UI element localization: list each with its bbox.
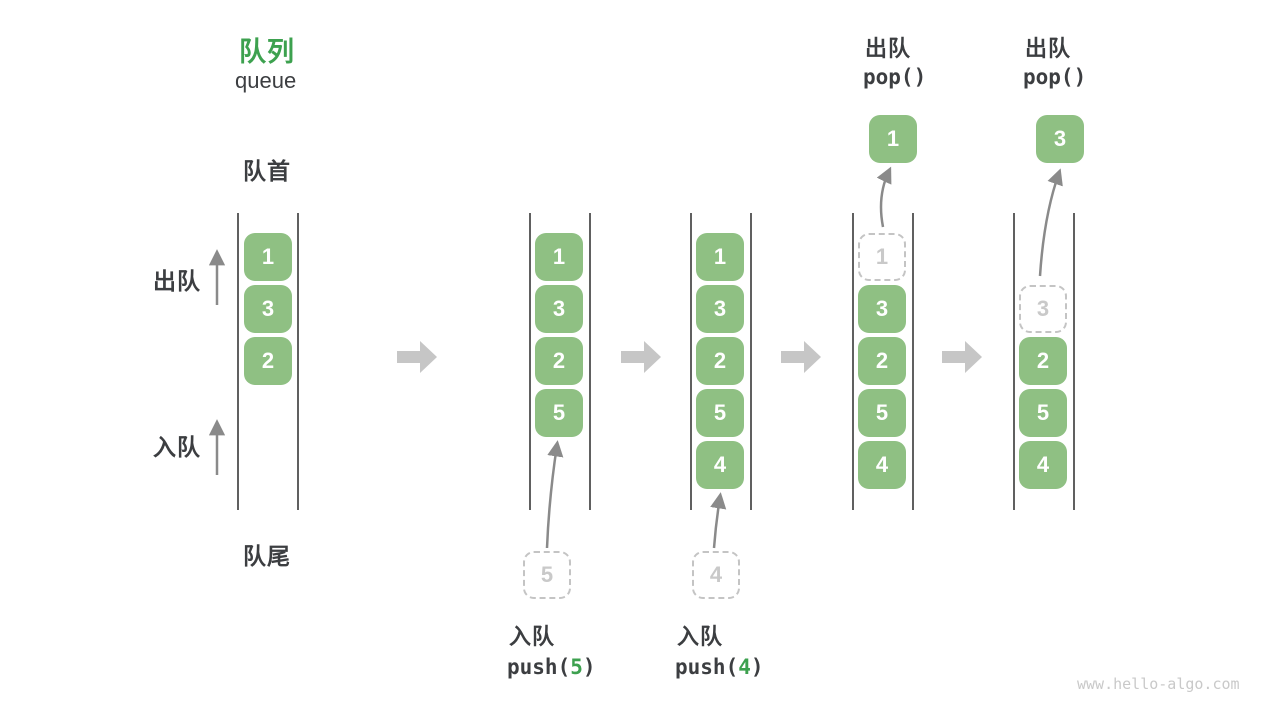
enqueue-op-label: 入队	[509, 624, 556, 649]
queue-rail	[750, 213, 752, 510]
queue-rail	[852, 213, 854, 510]
push-arg-value: 5	[570, 655, 583, 679]
enqueue-direction-label: 入队	[153, 434, 201, 460]
transition-arrow-icon	[942, 341, 982, 373]
enqueue-op-label: 入队	[677, 624, 724, 649]
push-arg-value: 4	[738, 655, 751, 679]
queue-item: 3	[244, 285, 292, 333]
push-call-text: push(5)	[507, 655, 596, 679]
queue-item: 5	[858, 389, 906, 437]
queue-rear-label: 队尾	[243, 543, 291, 569]
queue-item: 2	[1019, 337, 1067, 385]
queue-item: 3	[858, 285, 906, 333]
queue-item: 1	[535, 233, 583, 281]
queue-rail	[690, 213, 692, 510]
removed-item-ghost: 1	[858, 233, 906, 281]
queue-rail	[237, 213, 239, 510]
queue-item: 4	[696, 441, 744, 489]
diagram-title: 队列	[239, 37, 295, 67]
popped-item: 1	[869, 115, 917, 163]
pop-arrow-icon	[876, 166, 892, 228]
queue-item: 2	[858, 337, 906, 385]
dequeue-op-label: 出队	[1025, 36, 1072, 61]
queue-front-label: 队首	[243, 158, 291, 184]
queue-item: 5	[696, 389, 744, 437]
queue-item: 2	[696, 337, 744, 385]
dequeue-direction-label: 出队	[153, 268, 201, 294]
queue-item: 2	[535, 337, 583, 385]
queue-item: 1	[696, 233, 744, 281]
push-call-text: push(4)	[675, 655, 764, 679]
pop-call-text: pop()	[863, 65, 927, 89]
push-arrow-icon	[545, 440, 564, 549]
queue-item: 3	[696, 285, 744, 333]
pending-item-ghost: 5	[523, 551, 571, 599]
queue-rail	[1013, 213, 1015, 510]
queue-rail	[1073, 213, 1075, 510]
pop-arrow-icon	[1038, 168, 1063, 277]
queue-item: 2	[244, 337, 292, 385]
queue-item: 1	[244, 233, 292, 281]
queue-item: 4	[858, 441, 906, 489]
diagram-subtitle: queue	[235, 68, 297, 93]
queue-item: 4	[1019, 441, 1067, 489]
queue-rail	[912, 213, 914, 510]
push-arrow-icon	[710, 492, 727, 549]
queue-rail	[589, 213, 591, 510]
popped-item: 3	[1036, 115, 1084, 163]
watermark: www.hello-algo.com	[1077, 675, 1240, 693]
pop-call-text: pop()	[1023, 65, 1087, 89]
queue-rail	[529, 213, 531, 510]
queue-item: 5	[1019, 389, 1067, 437]
queue-item: 3	[535, 285, 583, 333]
removed-item-ghost: 3	[1019, 285, 1067, 333]
transition-arrow-icon	[781, 341, 821, 373]
dequeue-op-label: 出队	[865, 36, 912, 61]
transition-arrow-icon	[621, 341, 661, 373]
queue-item: 5	[535, 389, 583, 437]
queue-rail	[297, 213, 299, 510]
pending-item-ghost: 4	[692, 551, 740, 599]
transition-arrow-icon	[397, 341, 437, 373]
